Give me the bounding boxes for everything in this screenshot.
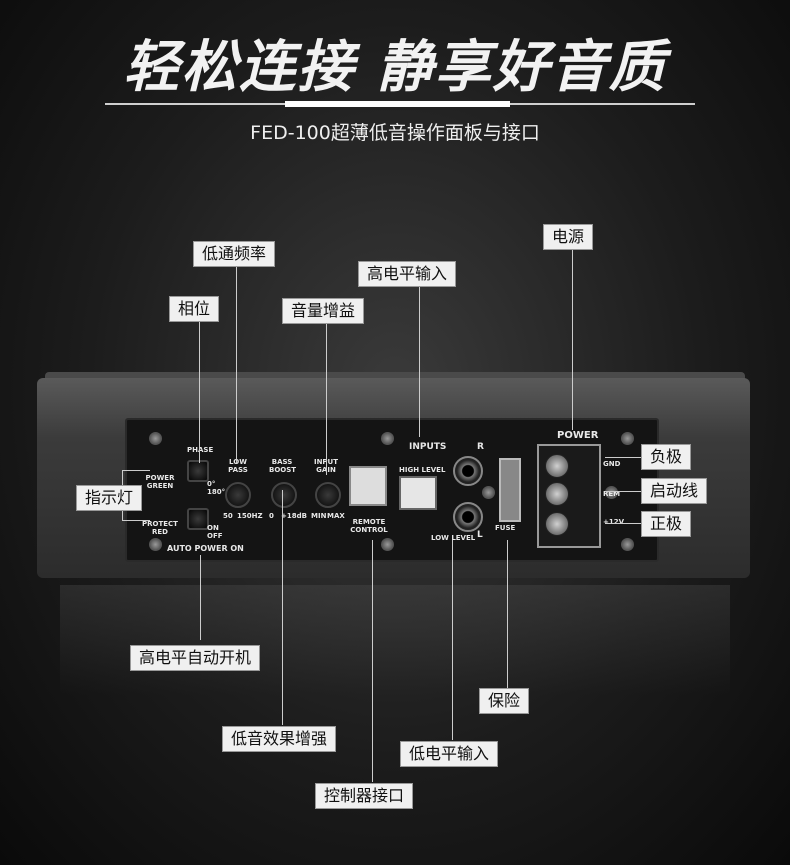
power-label: POWER xyxy=(557,430,599,441)
plus12v-terminal[interactable] xyxy=(545,512,569,536)
bass-boost-knob[interactable] xyxy=(271,482,297,508)
callout-power: 电源 xyxy=(543,224,594,250)
rem-terminal[interactable] xyxy=(545,482,569,506)
remote-control-port[interactable] xyxy=(349,466,387,506)
callout-phase: 相位 xyxy=(169,296,220,322)
callout-auto-power-on: 高电平自动开机 xyxy=(130,645,261,671)
screw-icon xyxy=(605,486,618,499)
callout-fuse: 保险 xyxy=(479,688,530,714)
callout-high-level-input: 高电平输入 xyxy=(358,261,457,287)
leader-line xyxy=(236,263,237,463)
protect-red-label: PROTECT RED xyxy=(142,520,178,536)
plus12v-label: +12V xyxy=(603,518,625,526)
auto-power-switch[interactable] xyxy=(187,508,209,530)
bass-boost-label: BASS BOOST xyxy=(269,458,297,474)
callout-indicator: 指示灯 xyxy=(76,485,143,511)
callout-bass-boost: 低音效果增强 xyxy=(222,726,337,752)
leader-line xyxy=(605,523,643,524)
gnd-label: GND xyxy=(603,460,621,468)
low-pass-min: 50 xyxy=(223,512,233,520)
leader-line xyxy=(122,470,150,471)
leader-line xyxy=(419,287,420,437)
inputs-r-label: R xyxy=(477,442,484,452)
low-level-l-label: L xyxy=(477,530,483,540)
subtitle: FED-100超薄低音操作面板与接口 xyxy=(250,122,540,144)
phase-switch[interactable] xyxy=(187,460,209,482)
on-label: ON xyxy=(207,524,219,532)
leader-line xyxy=(452,540,453,740)
off-label: OFF xyxy=(207,532,223,540)
phase-180-label: 180° xyxy=(207,488,226,496)
leader-line xyxy=(605,491,643,492)
screw-icon xyxy=(149,538,162,551)
screw-icon xyxy=(381,432,394,445)
phase-0-label: 0° xyxy=(207,480,216,488)
screw-icon xyxy=(149,432,162,445)
screw-icon xyxy=(482,486,495,499)
inputs-label: INPUTS xyxy=(409,442,447,452)
leader-line xyxy=(572,245,573,430)
power-green-label: POWER GREEN xyxy=(145,474,175,490)
callout-positive: 正极 xyxy=(641,511,692,537)
leader-line xyxy=(372,540,373,782)
auto-power-on-label: AUTO POWER ON xyxy=(167,544,244,553)
leader-line xyxy=(199,318,200,463)
callout-negative: 负极 xyxy=(641,444,692,470)
leader-line xyxy=(200,555,201,640)
device-reflection xyxy=(60,585,730,695)
fuse[interactable] xyxy=(499,458,521,522)
headline: 轻松连接 静享好音质 xyxy=(123,35,667,100)
control-panel: PHASE POWER GREEN PROTECT RED 0° 180° ON… xyxy=(125,418,659,562)
high-level-label: HIGH LEVEL xyxy=(399,466,446,474)
screw-icon xyxy=(621,432,634,445)
callout-input-gain: 音量增益 xyxy=(282,298,365,324)
high-level-connector[interactable] xyxy=(399,476,437,510)
low-level-label: LOW LEVEL xyxy=(431,534,476,542)
leader-line xyxy=(326,320,327,475)
gnd-terminal[interactable] xyxy=(545,454,569,478)
screw-icon xyxy=(621,538,634,551)
low-pass-knob[interactable] xyxy=(225,482,251,508)
phase-label: PHASE xyxy=(187,446,214,454)
leader-line xyxy=(507,540,508,688)
callout-remote-control-port: 控制器接口 xyxy=(315,783,414,809)
callout-low-level-input: 低电平输入 xyxy=(400,741,499,767)
bass-boost-max: +18dB xyxy=(281,512,307,520)
rem-label: REM xyxy=(603,490,621,498)
leader-line xyxy=(282,490,283,725)
input-gain-knob[interactable] xyxy=(315,482,341,508)
callout-remote-line: 启动线 xyxy=(641,478,708,504)
leader-line xyxy=(122,520,150,521)
low-pass-label: LOW PASS xyxy=(228,458,248,474)
input-gain-min: MIN xyxy=(311,512,327,520)
screw-icon xyxy=(381,538,394,551)
fuse-label: FUSE xyxy=(495,524,516,532)
callout-low-pass: 低通频率 xyxy=(193,241,276,267)
bass-boost-min: 0 xyxy=(269,512,274,520)
rca-left-jack[interactable] xyxy=(453,502,483,532)
input-gain-max: MAX xyxy=(327,512,345,520)
rca-right-jack[interactable] xyxy=(453,456,483,486)
headline-rule-accent xyxy=(285,101,510,107)
remote-control-label: REMOTE CONTROL xyxy=(350,518,388,534)
low-pass-max: 150HZ xyxy=(237,512,263,520)
leader-line xyxy=(605,457,643,458)
